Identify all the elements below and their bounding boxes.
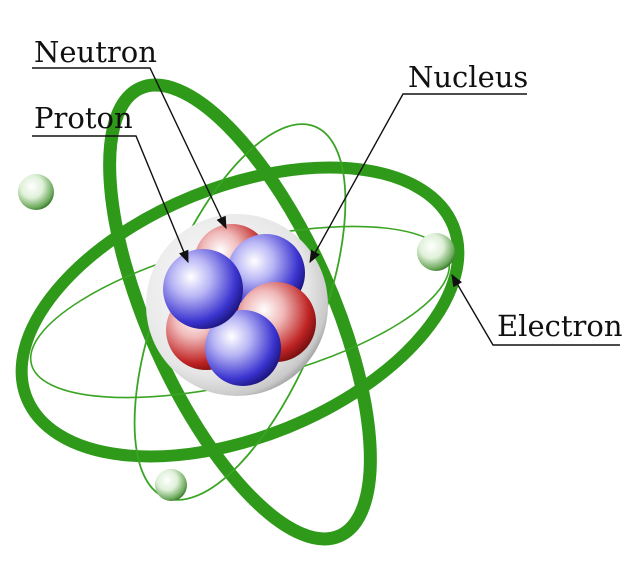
nucleus: [146, 214, 328, 396]
orbit-vertical: [103, 78, 377, 546]
labels: Neutron Proton Nucleus Electron: [34, 35, 623, 343]
electron-particle: [18, 174, 54, 210]
proton-label: Proton: [34, 101, 133, 135]
electron-leader: [451, 273, 620, 346]
proton-particle: [163, 249, 243, 329]
electron-particle: [417, 233, 455, 271]
proton-particle: [205, 310, 281, 386]
proton-leader: [32, 135, 189, 264]
nucleus-label: Nucleus: [408, 60, 528, 94]
neutron-leader: [32, 67, 227, 230]
electron-particle: [155, 469, 187, 501]
neutron-label: Neutron: [34, 35, 157, 69]
electrons: [18, 174, 455, 501]
orbit-horizontal: [15, 161, 465, 463]
nucleus-leader: [309, 93, 527, 264]
electron-label: Electron: [497, 309, 623, 343]
leader-lines: [32, 67, 620, 346]
